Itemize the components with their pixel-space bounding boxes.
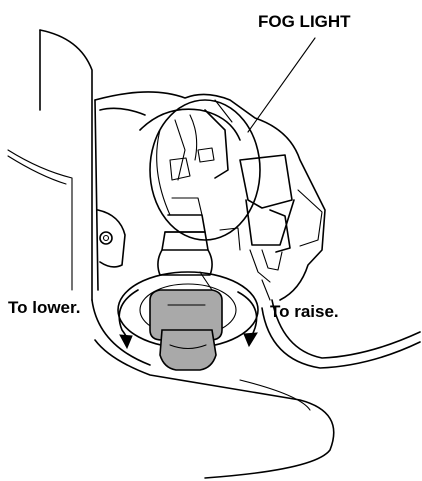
rotation-arrow-lower	[118, 289, 139, 350]
bumper-outline	[7, 29, 335, 479]
wiring-cable	[261, 279, 421, 369]
to-raise-label: To raise.	[270, 302, 339, 321]
fog-light-label: FOG LIGHT	[258, 12, 351, 31]
adjusting-knob	[149, 289, 223, 371]
fog-light-housing	[94, 91, 326, 301]
fog-light-leader-line	[247, 37, 316, 133]
rotation-arrow-raise	[237, 291, 258, 348]
to-lower-label: To lower.	[8, 298, 80, 317]
